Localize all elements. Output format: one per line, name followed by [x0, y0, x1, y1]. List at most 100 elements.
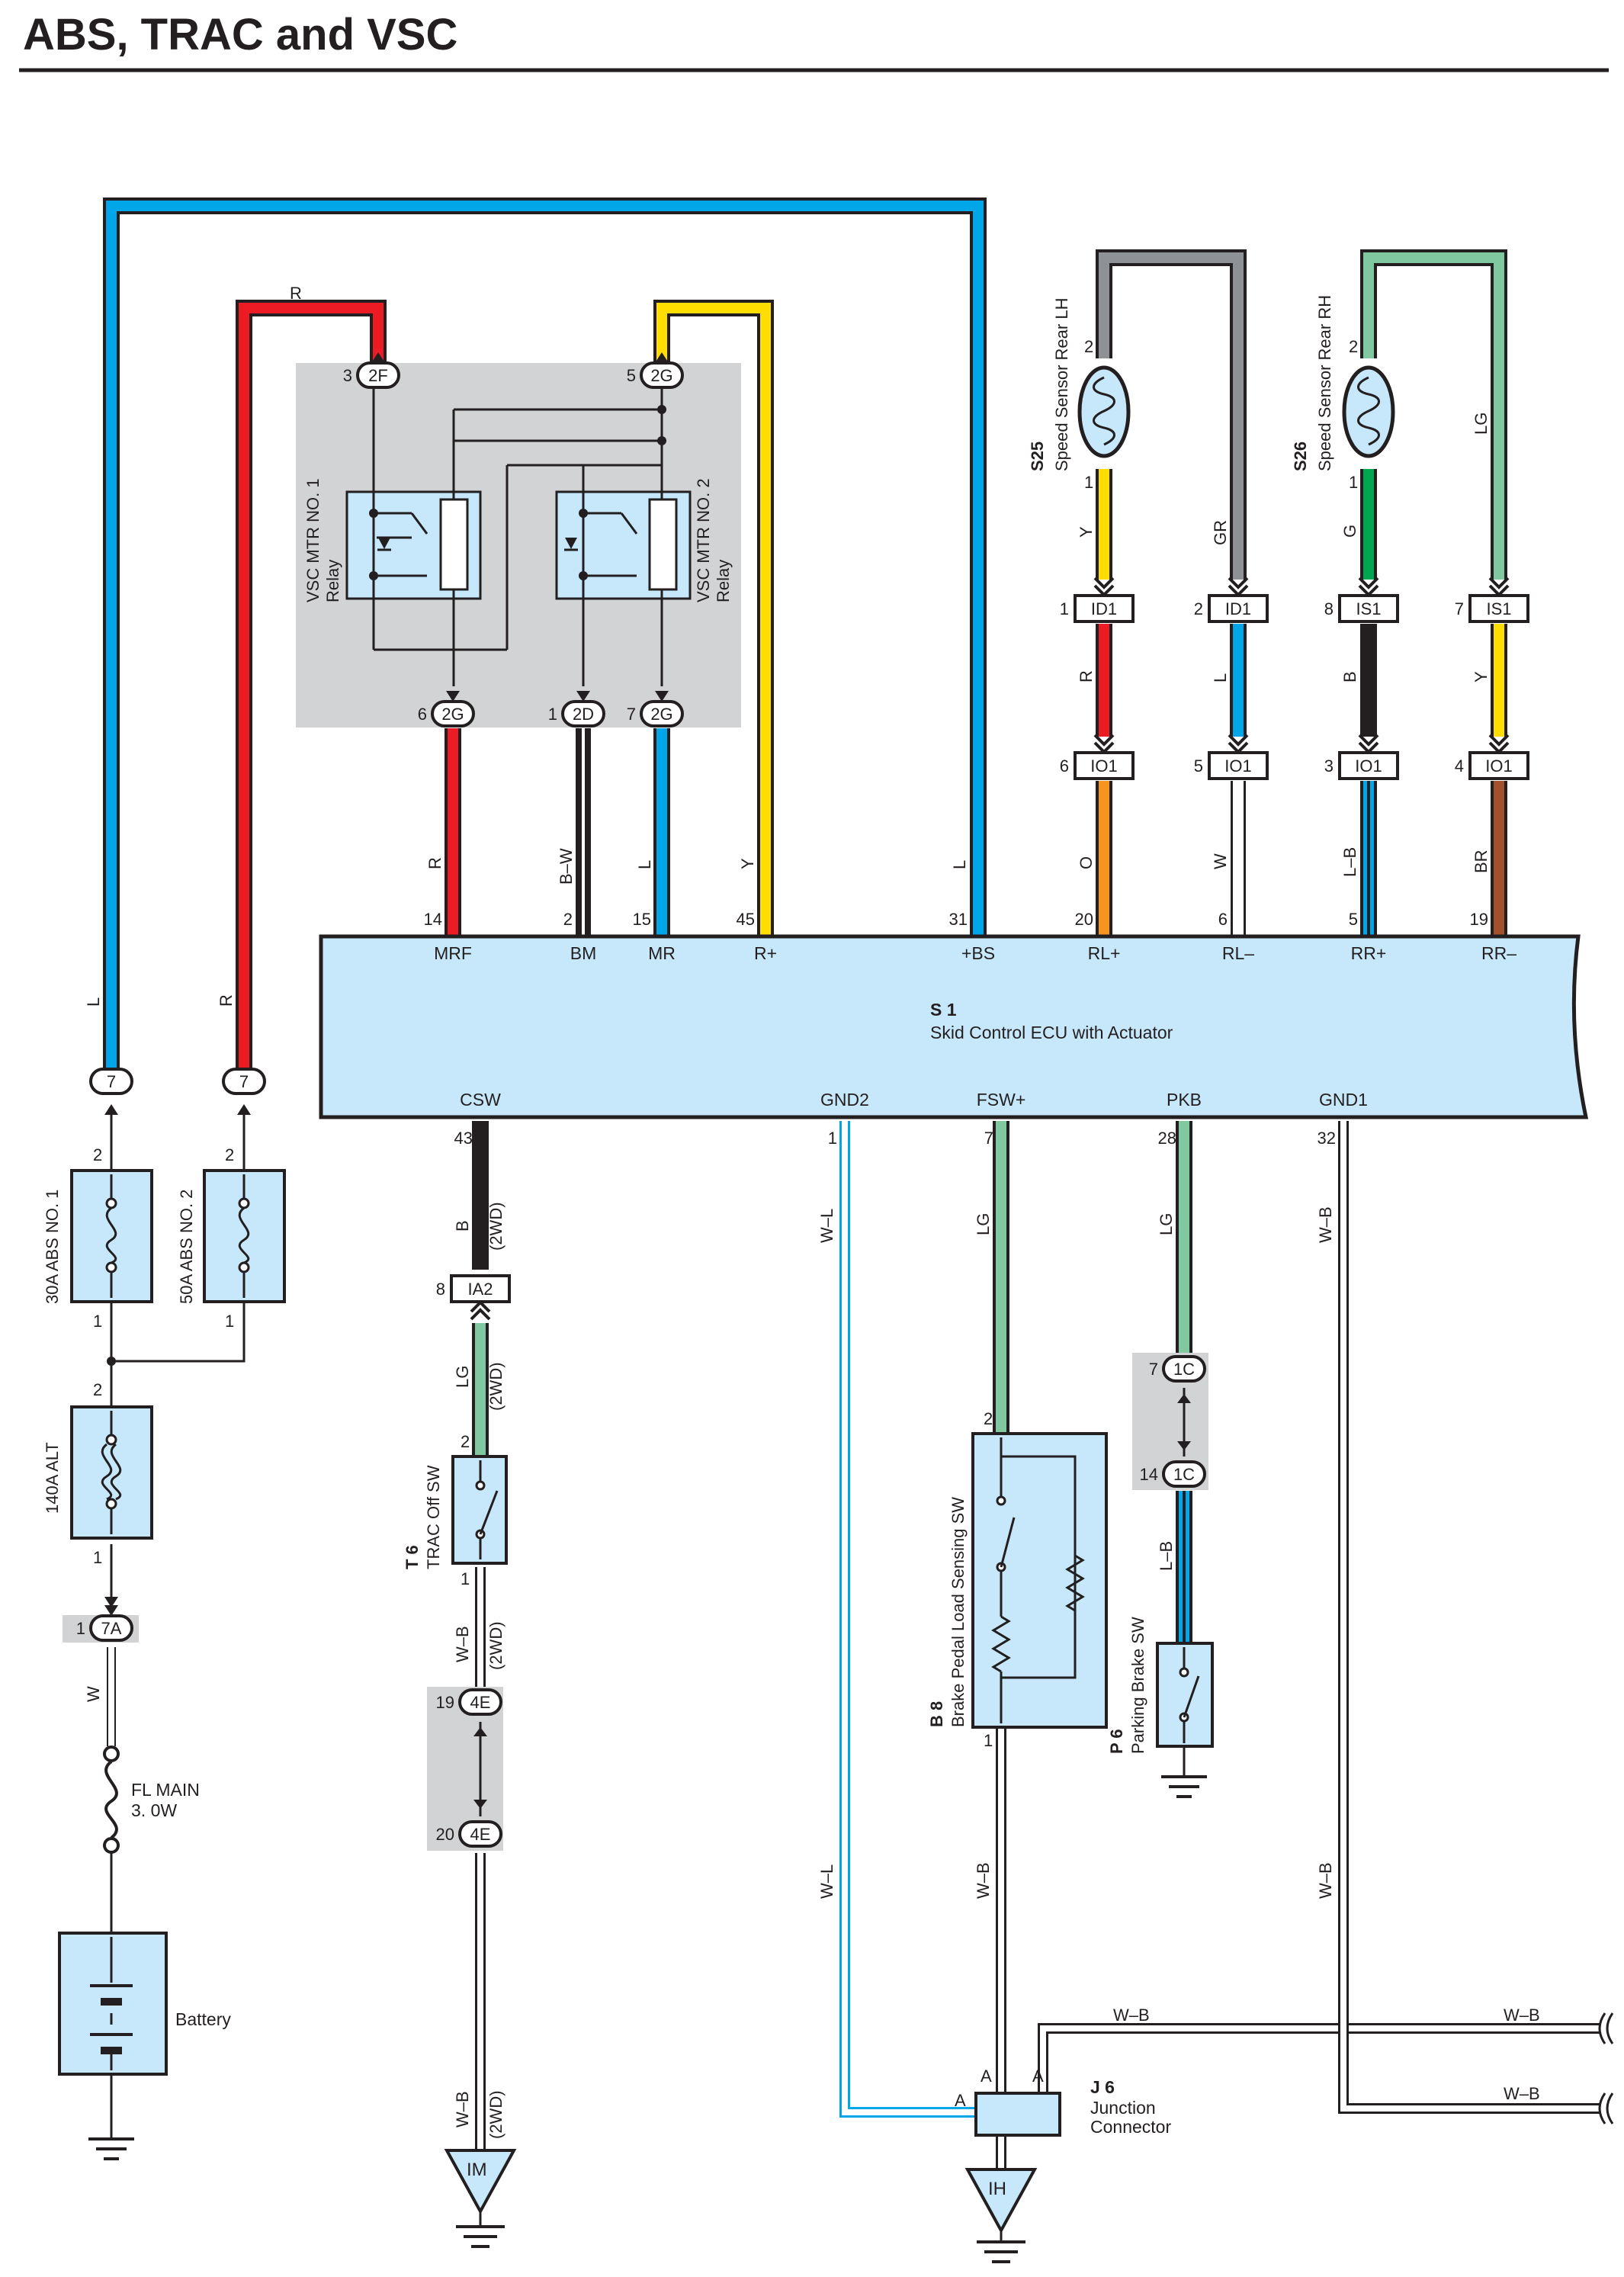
connector-chevron — [1228, 741, 1249, 754]
ecu-top-pin-number: 14 — [424, 910, 442, 929]
connector-chevron — [1228, 584, 1249, 597]
label-y-s25: Y — [1077, 526, 1096, 538]
connector-pin: 3 — [1324, 756, 1334, 776]
ecu-bottom-pin-number: 43 — [454, 1129, 473, 1148]
connector-chevron — [1358, 576, 1379, 589]
ecu-bottom-pin-number: 32 — [1317, 1129, 1336, 1148]
connector-chevron — [1488, 734, 1510, 747]
abs2-pin-bot: 1 — [225, 1312, 234, 1331]
fuse-30a-abs-no1 — [70, 1169, 153, 1303]
connector-arrow — [576, 691, 590, 702]
connector-c4E_bot — [458, 1820, 502, 1848]
connector-arrow — [655, 691, 669, 702]
fuse-bus-junction — [107, 1357, 116, 1366]
label-l-id1: L — [1211, 673, 1230, 682]
abs1-name: 30A ABS NO. 1 — [43, 1190, 62, 1304]
connector-id: 7 — [239, 1072, 249, 1091]
ground-battery — [88, 2137, 134, 2160]
ground-ih-label: IH — [988, 2179, 1006, 2199]
break-mark-bottom — [1598, 2092, 1614, 2124]
ecu-top-pin-number: 19 — [1470, 910, 1488, 929]
fuse-50a-abs-no2 — [203, 1169, 286, 1303]
trac-pin-bot: 1 — [461, 1569, 470, 1588]
ecu-top-pin-label: RR– — [1481, 943, 1516, 963]
j6-code: J 6 — [1090, 2077, 1115, 2097]
connector-pin: 1 — [548, 705, 557, 724]
trac-off-sw — [451, 1455, 508, 1565]
label-l-bs: L — [950, 860, 969, 869]
ecu-name: Skid Control ECU with Actuator — [930, 1023, 1173, 1042]
connector-id: 2G — [650, 366, 672, 385]
wire-r-top-loop-fill — [239, 303, 384, 1075]
label-2wd-im: (2WD) — [486, 2090, 505, 2139]
connector-chevron — [1093, 576, 1115, 589]
ground-im-label: IM — [467, 2160, 487, 2180]
ecu-top-pin-label: BM — [570, 943, 597, 963]
s25-code: S25 — [1028, 442, 1047, 471]
alt-pin-top: 2 — [93, 1380, 102, 1399]
connector-pin: 4 — [1455, 756, 1464, 776]
connector-pin: 1 — [1060, 599, 1069, 618]
brake-pin-bot: 1 — [984, 1731, 993, 1750]
ecu-bottom-pin-label: CSW — [460, 1090, 501, 1110]
relay-1-dot-1 — [369, 509, 378, 518]
connector-chevron — [1093, 584, 1115, 597]
connector-pin: 5 — [1194, 756, 1203, 776]
ground-parking-brake — [1161, 1775, 1207, 1798]
wire-fuse-bus — [110, 1327, 246, 1363]
connector-id: 2G — [441, 705, 464, 724]
relay-1-dot-2 — [369, 571, 378, 580]
connector-chevron — [1228, 576, 1249, 589]
ecu-top-pin-number: 2 — [563, 910, 573, 929]
connector-arrow — [655, 352, 669, 363]
j6-name-1: Junction — [1090, 2098, 1156, 2118]
abs1-pin-top: 2 — [93, 1145, 102, 1164]
connector-chevron — [1093, 734, 1115, 747]
connector-arrow — [473, 1800, 487, 1809]
label-2wd-wb: (2WD) — [486, 1621, 505, 1670]
ecu-top-pin-number: 20 — [1075, 910, 1093, 929]
speed-sensor-rear-rh — [1342, 365, 1395, 458]
ecu-bottom-pin-number: 7 — [984, 1129, 993, 1148]
connector-id: IO1 — [1355, 756, 1382, 776]
s26-pin-bot: 1 — [1349, 473, 1358, 492]
label-g: G — [1340, 525, 1359, 538]
connector-pin: 14 — [1140, 1465, 1158, 1484]
label-wb-im: W–B — [453, 2091, 472, 2128]
connector-arrow — [237, 1104, 251, 1115]
wire-gr-loop-fill — [1099, 252, 1244, 580]
label-lg-trac: LG — [453, 1366, 472, 1388]
park-code: P 6 — [1107, 1729, 1126, 1754]
label-w: W — [1211, 853, 1230, 869]
connector-pin: 2 — [1194, 599, 1203, 618]
label-wb-gnd1-2: W–B — [1316, 1862, 1335, 1899]
connector-arrow — [1177, 1394, 1191, 1403]
connector-pin: 6 — [418, 705, 427, 724]
connector-chevron — [470, 1308, 491, 1321]
label-lg-s26: LG — [1472, 413, 1491, 435]
ecu-code: S 1 — [930, 1000, 957, 1020]
connector-pin: 19 — [436, 1693, 454, 1712]
connector-pin: 3 — [343, 366, 352, 385]
relay-2-diode — [565, 538, 577, 549]
label-wb-right-1: W–B — [1504, 2006, 1540, 2025]
connector-c4E_top — [458, 1688, 502, 1716]
connector-chevron — [1228, 734, 1249, 747]
label-bw: B–W — [557, 848, 576, 885]
abs2-pin-top: 2 — [225, 1145, 234, 1164]
ground-ih — [964, 2168, 1038, 2263]
connector-pin: 8 — [1324, 599, 1334, 618]
battery-label: Battery — [175, 2009, 231, 2029]
connector-arrow — [473, 1727, 487, 1736]
relay-2-dot-1 — [579, 509, 588, 518]
wire-labels: R R B–W L Y L O W L–B BR Y GR G LG R L B… — [84, 284, 1540, 2139]
junction-connector-j6 — [974, 2092, 1061, 2137]
ecu-top-pin-number: 31 — [949, 910, 968, 929]
relay-2-dot-2 — [579, 571, 588, 580]
connector-id: ID1 — [1225, 599, 1251, 618]
relay-1 — [345, 385, 662, 686]
brake-code: B 8 — [927, 1701, 946, 1727]
wire-gnd1-wb — [1338, 1121, 1601, 2114]
fuse-140a-alt — [70, 1405, 153, 1540]
